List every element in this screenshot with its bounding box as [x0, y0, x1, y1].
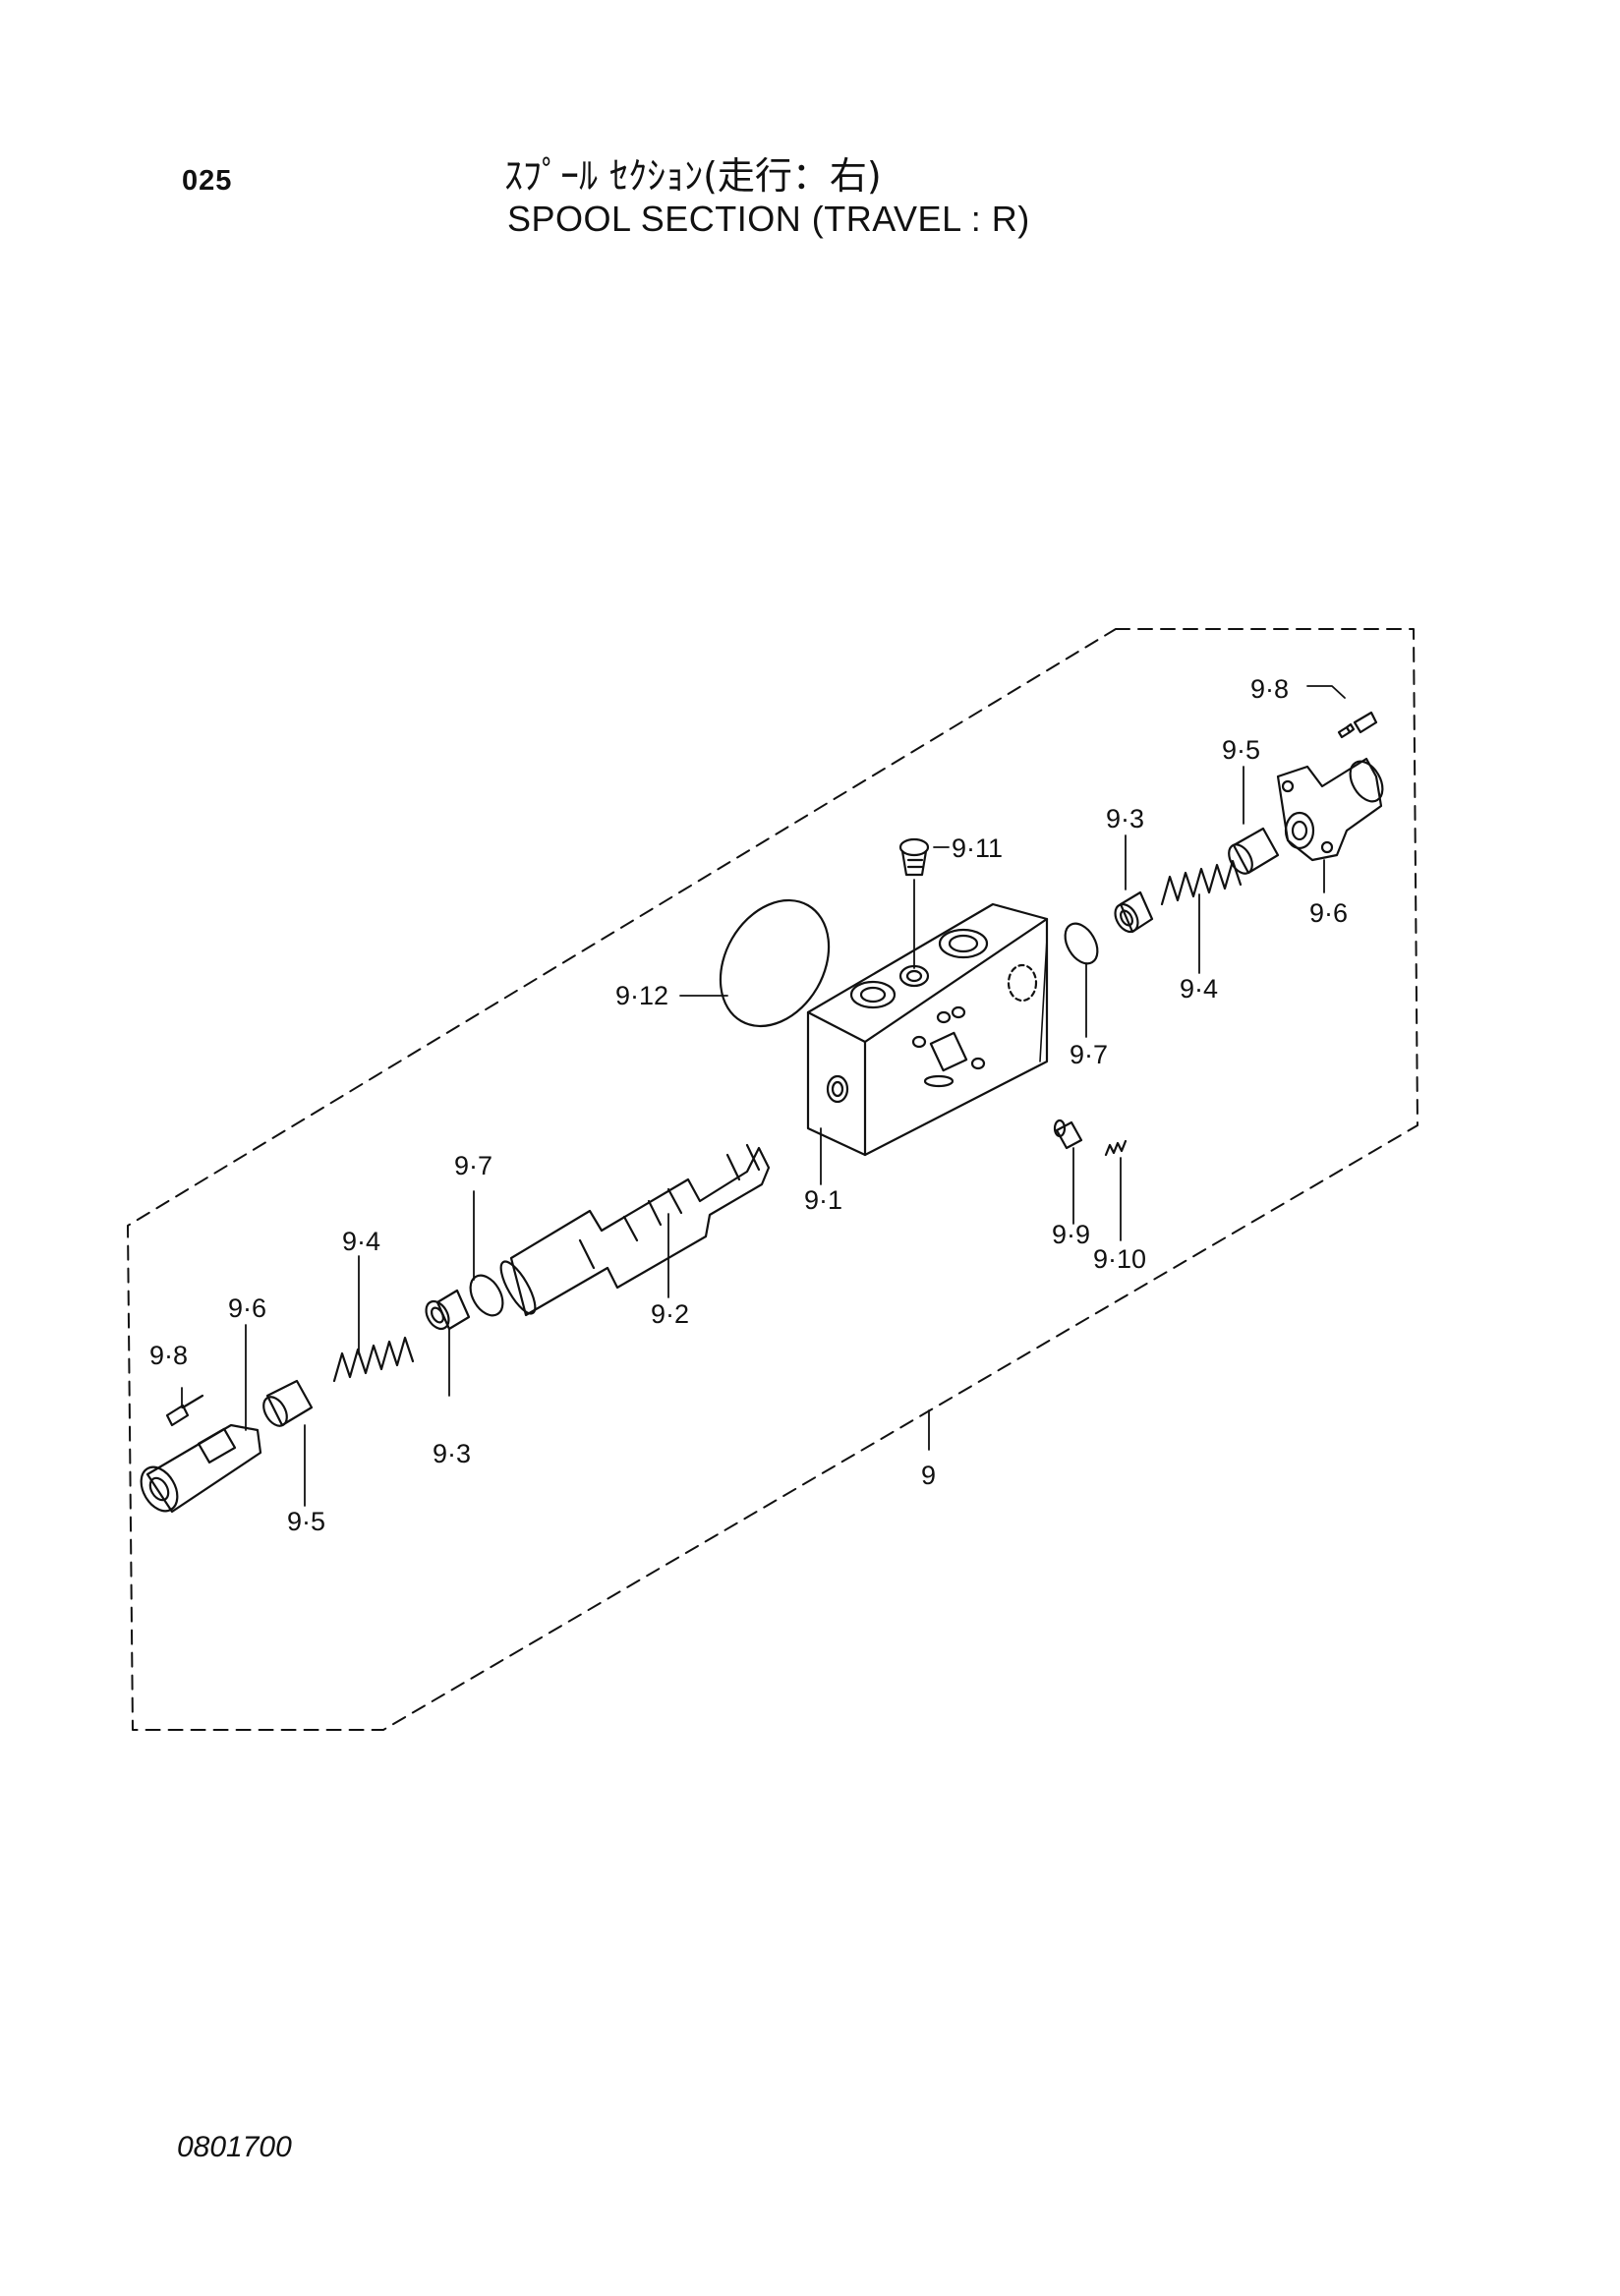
callout-9-8-top: 9·8	[1250, 674, 1289, 704]
callout-9-4-bottom: 9·4	[342, 1227, 380, 1256]
spring-seat-right	[1114, 890, 1154, 934]
document-code: 0801700	[177, 2131, 292, 2163]
stopper-left	[262, 1379, 314, 1427]
cap-right	[1276, 757, 1384, 862]
callout-9-2: 9·2	[651, 1299, 689, 1329]
callout-9-5-top: 9·5	[1222, 735, 1260, 765]
callout-9: 9	[921, 1461, 936, 1490]
screw-right	[1337, 711, 1378, 739]
callout-9-3-top: 9·3	[1106, 804, 1144, 833]
callout-9-6-bottom: 9·6	[228, 1293, 266, 1323]
callout-9-7-right: 9·7	[1070, 1040, 1108, 1069]
assembly-boundary	[127, 628, 1418, 1731]
o-ring-right	[1064, 922, 1099, 965]
page-number: 025	[182, 165, 233, 197]
callout-9-10: 9·10	[1093, 1244, 1146, 1274]
callout-9-9: 9·9	[1052, 1220, 1090, 1249]
callout-9-7-left: 9·7	[454, 1151, 492, 1180]
leader-lines	[181, 685, 1346, 1507]
spring-seat-left	[425, 1289, 471, 1331]
callout-9-8-bottom: 9·8	[149, 1341, 188, 1370]
callout-9-12: 9·12	[615, 981, 668, 1010]
screw-left	[165, 1394, 204, 1427]
spring-right	[1160, 859, 1243, 906]
title-english: SPOOL SECTION (TRAVEL : R)	[507, 199, 1030, 239]
callout-9-4-top: 9·4	[1180, 974, 1218, 1004]
large-o-ring	[719, 898, 831, 1028]
spring-left	[332, 1336, 415, 1383]
callout-9-6-top: 9·6	[1309, 898, 1348, 928]
spool	[499, 1143, 771, 1317]
title-japanese: ｽﾌﾟｰﾙ ｾｸｼｮﾝ(走行：右)	[504, 154, 882, 198]
callout-9-1: 9·1	[804, 1185, 842, 1215]
cap-left	[140, 1423, 262, 1514]
check-poppet	[1053, 1119, 1083, 1150]
stopper-right	[1228, 827, 1280, 875]
valve-housing	[806, 902, 1049, 1157]
callout-9-5-bottom: 9·5	[287, 1507, 325, 1536]
small-spring	[1104, 1139, 1128, 1157]
plug	[898, 837, 930, 969]
callout-9-11: 9·11	[952, 833, 1003, 863]
o-ring-left	[469, 1274, 504, 1317]
callout-9-3-bottom: 9·3	[433, 1439, 471, 1468]
